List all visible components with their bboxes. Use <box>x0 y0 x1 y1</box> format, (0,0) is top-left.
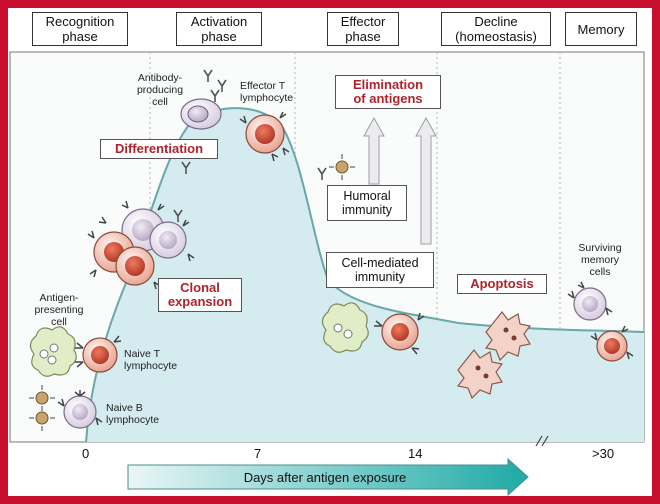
memory-b-cell-icon <box>567 281 613 321</box>
clonal-expansion-box: Clonal expansion <box>158 278 242 312</box>
naive-b-cell-icon <box>57 390 103 429</box>
humoral-immunity-box: Humoral immunity <box>327 185 407 221</box>
cell-mediated-immunity-box: Cell-mediated immunity <box>326 252 434 288</box>
phase-decline: Decline (homeostasis) <box>441 12 551 46</box>
antibody-producing-cell-icon <box>180 98 222 130</box>
x-axis-label: Days after antigen exposure <box>243 469 407 485</box>
effector-t-label: Effector T lymphocyte <box>240 80 294 104</box>
x-tick-0: 0 <box>82 446 90 461</box>
memory-cells-label: Surviving memory cells <box>578 242 622 278</box>
phase-memory: Memory <box>565 12 637 46</box>
figure-frame: Recognition phase Activation phase Effec… <box>8 8 652 496</box>
phase-effector: Effector phase <box>327 12 399 46</box>
antigen-presenting-cell-icon <box>29 326 77 377</box>
naive-t-label: Naive T lymphocyte <box>124 348 178 372</box>
antigen-glyph-icon <box>329 154 355 180</box>
apoptotic-fragments <box>475 327 517 379</box>
memory-t-cell-icon <box>590 325 634 362</box>
x-tick-14: 14 <box>408 446 423 461</box>
naive-b-label: Naive B lymphocyte <box>106 402 160 426</box>
apoptosis-box: Apoptosis <box>457 274 547 294</box>
axis-break-marks <box>535 435 549 447</box>
elimination-box: Elimination of antigens <box>335 75 441 109</box>
days-arrow-shape <box>127 457 529 496</box>
x-tick-30: >30 <box>592 446 615 461</box>
effector-apc-icon <box>321 302 369 353</box>
phase-recognition: Recognition phase <box>32 12 128 46</box>
diagram-canvas <box>9 51 645 496</box>
phase-activation: Activation phase <box>176 12 262 46</box>
antigen-bits-icon <box>29 385 55 431</box>
apc-label: Antigen- presenting cell <box>34 292 84 328</box>
antibody-glyphs <box>173 69 327 222</box>
effector-t-cell-icon <box>239 111 290 162</box>
differentiation-box: Differentiation <box>100 139 218 159</box>
naive-t-cell-icon <box>75 335 122 373</box>
x-tick-7: 7 <box>254 446 262 461</box>
response-curve-area <box>86 108 644 442</box>
apoptotic-cells-icon <box>456 311 532 400</box>
antibody-cell-label: Antibody- producing cell <box>136 72 184 108</box>
clonal-expansion-cluster <box>87 200 195 290</box>
effector-t-cell-2-icon <box>374 312 425 355</box>
upward-arrows <box>363 116 437 245</box>
